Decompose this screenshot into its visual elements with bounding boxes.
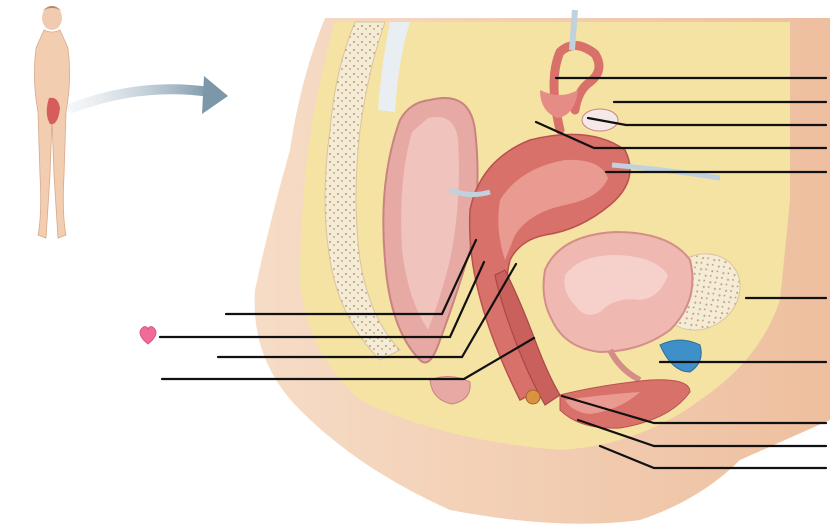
sacrum [324, 21, 401, 361]
leader-left-1 [224, 238, 478, 316]
labia-majora [559, 379, 691, 429]
pelvis-cross-section [254, 9, 830, 524]
zoom-arrow [67, 76, 228, 114]
leader-right-3 [586, 116, 828, 127]
vestibular-gland [525, 389, 541, 405]
figure-head [42, 6, 62, 30]
leader-right-4 [534, 120, 828, 150]
spinal-canal [378, 22, 410, 112]
leader-left-2 [158, 260, 486, 339]
leader-right-9 [576, 418, 828, 448]
reference-body-figure [34, 6, 70, 239]
uterine-tube [549, 41, 604, 135]
round-ligament [611, 162, 721, 181]
rectum-lumen [401, 116, 459, 330]
bladder-lumen [564, 255, 668, 315]
figure-pelvis-highlight [46, 97, 60, 125]
left-label-leaders [158, 238, 536, 381]
leader-right-8 [560, 394, 828, 425]
leader-left-3 [216, 262, 518, 359]
anus [429, 376, 471, 405]
uterosacral-ligament [449, 187, 491, 198]
figure-body [34, 29, 70, 239]
clitoris-bulb [659, 339, 702, 373]
labia-minora [565, 392, 640, 414]
figure-hair [40, 6, 64, 14]
right-label-leaders [534, 76, 828, 470]
fimbriae [540, 90, 578, 118]
heart-icon [139, 326, 157, 345]
uterine-cavity [498, 159, 608, 260]
vagina [494, 269, 561, 406]
urethra [607, 348, 642, 383]
ovarian-vessel [569, 9, 578, 51]
leader-right-10 [598, 444, 828, 470]
leader-left-4 [160, 336, 536, 381]
